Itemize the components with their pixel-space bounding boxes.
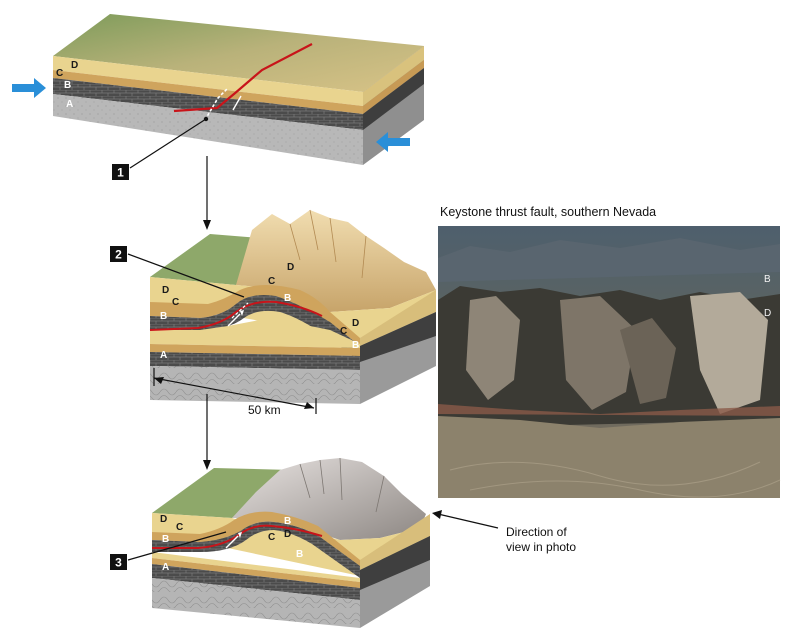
block3-label-a: A	[162, 562, 169, 573]
block-diagram-2: D C B D C B D C B A	[150, 210, 436, 404]
block2-label-b-left: B	[160, 311, 167, 322]
block1-label-c: C	[56, 68, 63, 79]
down-arrow-1-icon	[203, 220, 211, 230]
block2-label-d-left: D	[162, 285, 169, 296]
block2-layer-a	[150, 366, 360, 404]
direction-caption-line1: Direction of	[506, 525, 567, 539]
block2-label-b-upper: B	[284, 293, 291, 304]
photo-label-b: B	[764, 274, 771, 285]
photo-title: Keystone thrust fault, southern Nevada	[440, 205, 656, 219]
block3-label-b-mid: B	[296, 549, 303, 560]
block2-label-c-upper: C	[268, 276, 275, 287]
step-1-label: 1	[117, 166, 124, 180]
view-direction-arrow-icon	[432, 510, 442, 519]
block2-label-c-left: C	[172, 297, 179, 308]
block3-label-b-upper: B	[284, 516, 291, 527]
step-2-label: 2	[115, 248, 122, 262]
scale-label: 50 km	[248, 403, 281, 417]
photo-label-d: D	[764, 308, 771, 319]
block3-label-b-left: B	[162, 534, 169, 545]
down-arrow-2-icon	[203, 460, 211, 470]
block-diagram-1: D C B A	[12, 14, 424, 165]
block2-label-b-right: B	[352, 340, 359, 351]
block-diagram-3: D C B B D C B A	[152, 458, 430, 628]
block1-label-b: B	[64, 80, 71, 91]
block2-label-a: A	[160, 350, 167, 361]
block3-label-c-left: C	[176, 522, 183, 533]
keystone-photo: B D	[438, 226, 780, 498]
block1-label-d: D	[71, 60, 78, 71]
block2-label-d-right: D	[352, 318, 359, 329]
block2-label-c-right: C	[340, 326, 347, 337]
block3-label-c-mid: C	[268, 532, 275, 543]
block3-label-d-left: D	[160, 514, 167, 525]
block3-label-d-mid: D	[284, 529, 291, 540]
direction-caption-line2: view in photo	[506, 540, 576, 554]
block1-label-a: A	[66, 99, 73, 110]
step-3-label: 3	[115, 556, 122, 570]
compression-arrow-left-icon	[12, 78, 46, 98]
block2-label-d-upper: D	[287, 262, 294, 273]
